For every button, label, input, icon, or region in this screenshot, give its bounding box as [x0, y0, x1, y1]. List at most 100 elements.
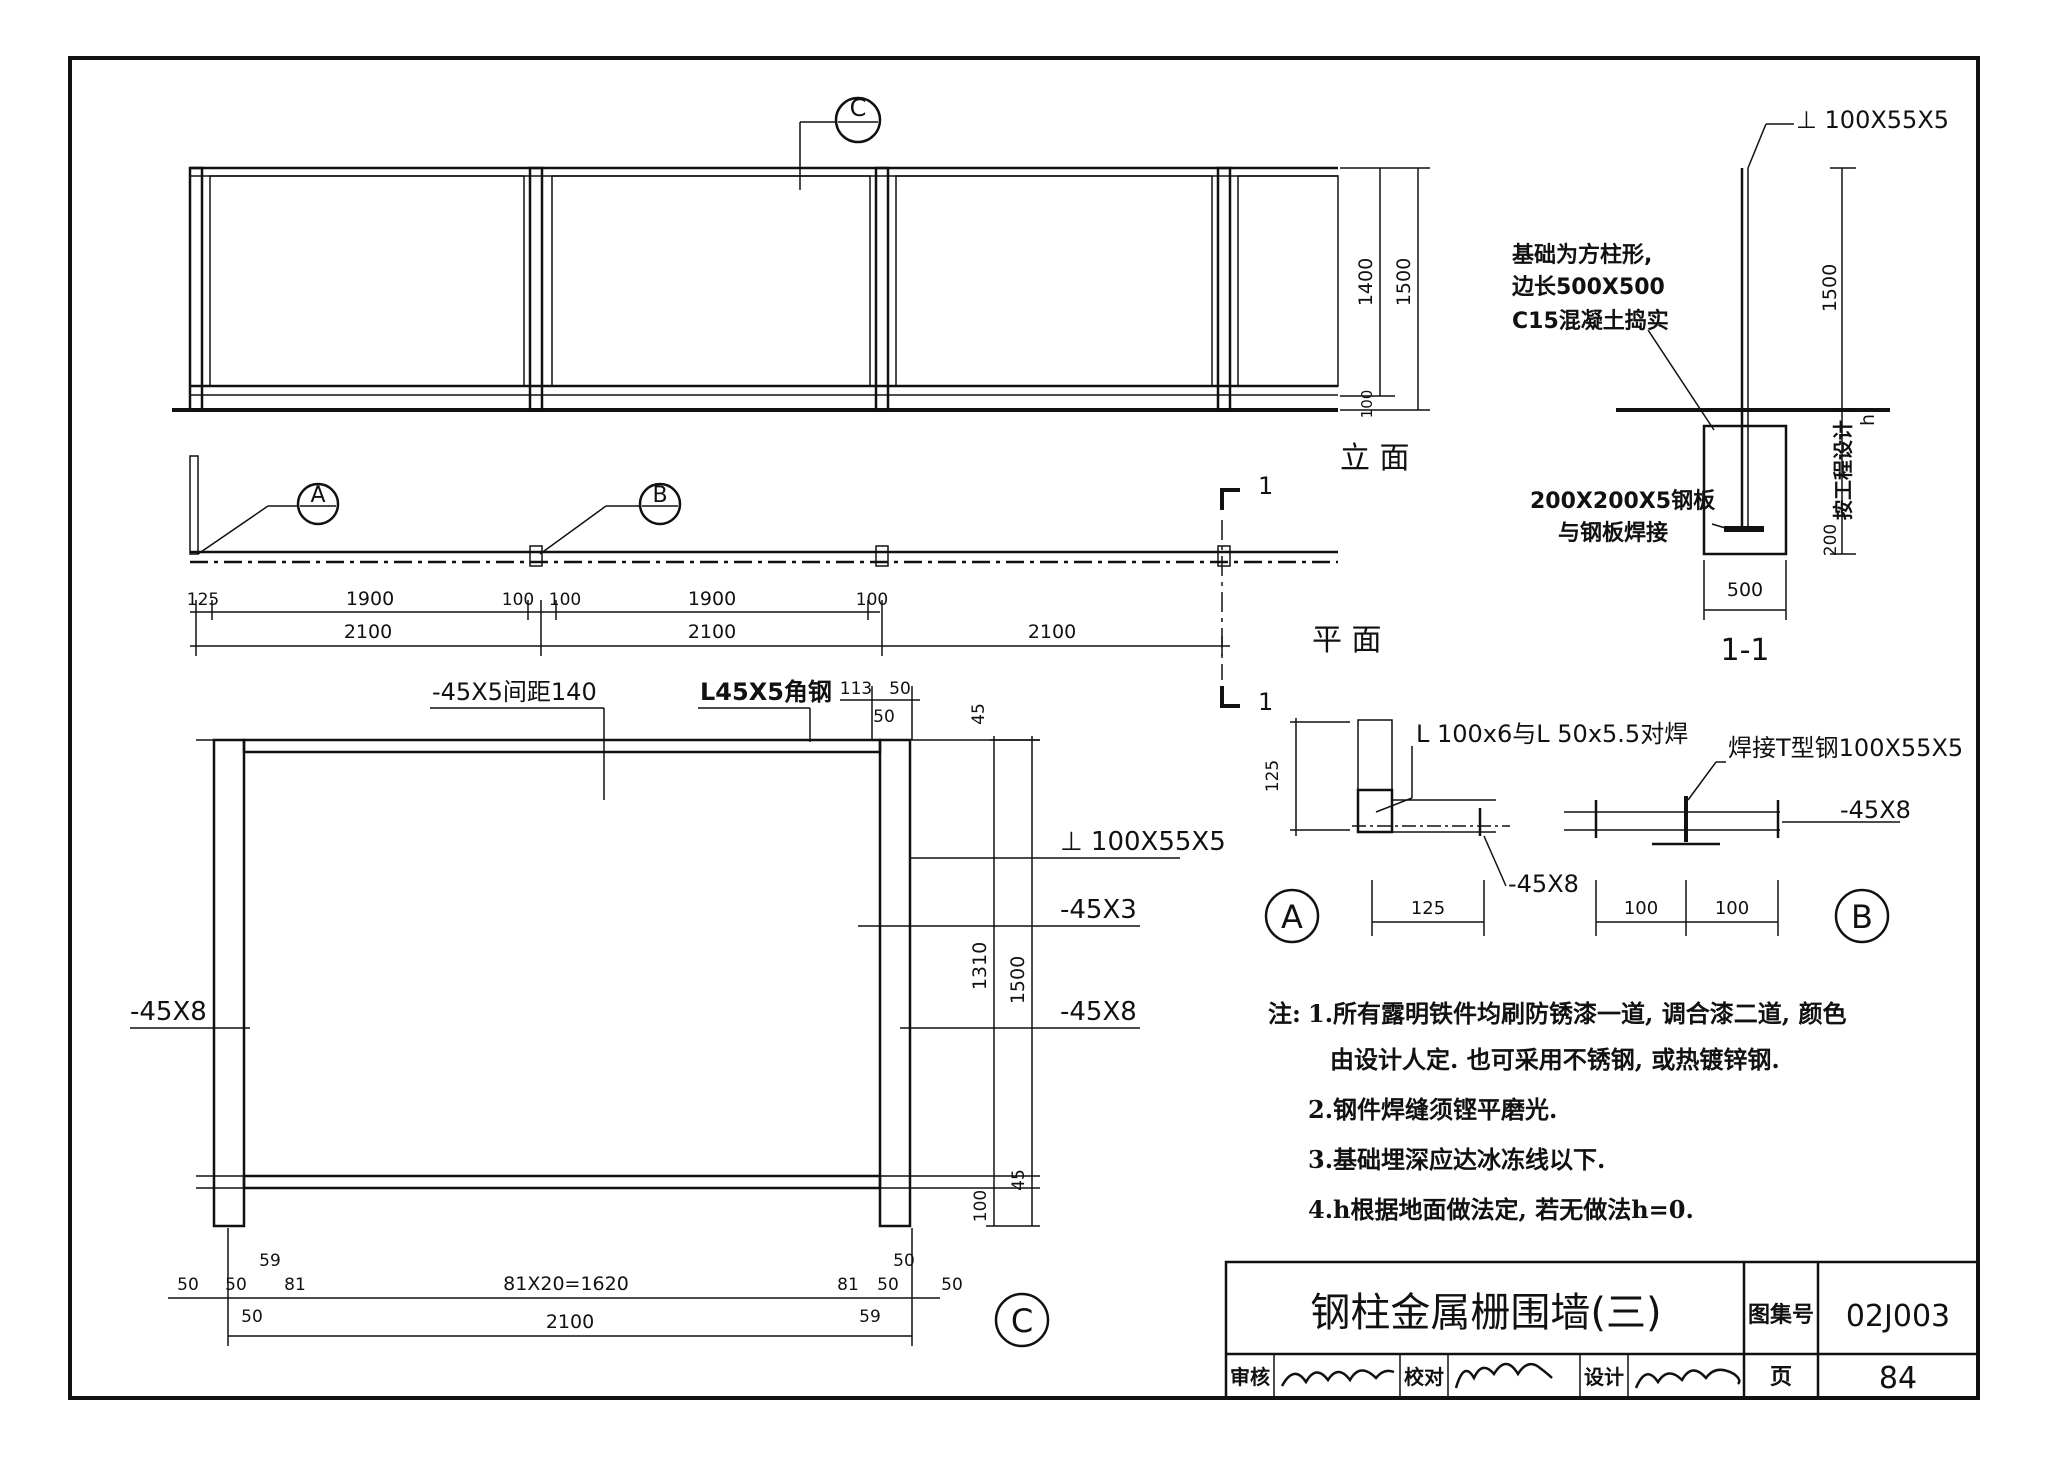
fence-panel — [551, 175, 871, 387]
flat-bar-spacing: -45X5间距140 — [432, 678, 597, 706]
page-label: 页 — [1770, 1365, 1792, 1390]
dim-c-bottom-10: 50 — [941, 1275, 963, 1295]
dim-45-bottom: 45 — [1009, 1169, 1029, 1191]
dim-2100c: 2100 — [1028, 621, 1076, 643]
section-title: 1-1 — [1721, 633, 1770, 668]
dim-c-bottom-3: 59 — [259, 1251, 281, 1271]
callout-b-detail-circle — [1834, 888, 1890, 944]
detail-a: L 100x6与L 50x5.5对焊 125 -45X8 125 A — [1263, 718, 1688, 944]
plan-title: 平 面 — [1312, 623, 1382, 658]
dim-100c: 100 — [856, 590, 888, 610]
design-signature — [1634, 1368, 1741, 1389]
dim-125: 125 — [187, 590, 219, 610]
callout-c-label: C — [850, 94, 867, 122]
dim-1900b: 1900 — [688, 588, 736, 610]
dim-125-a-v: 125 — [1263, 760, 1283, 792]
dim-100b: 100 — [549, 590, 581, 610]
post-left — [212, 738, 246, 1228]
detail-c: -45X5间距140 L45X5角钢 113 50 50 45 1310 150… — [130, 678, 1226, 1348]
dim-113: 113 — [840, 679, 872, 699]
review-label: 审核 — [1230, 1365, 1270, 1389]
dim-100-b2: 100 — [1715, 898, 1749, 919]
dim-100a: 100 — [502, 590, 534, 610]
note-1-cont: 由设计人定. 也可采用不锈钢, 或热镀锌钢. — [1330, 1045, 1780, 1074]
infill-panel — [243, 751, 881, 1177]
t-profile-c: ⊥ 100X55X5 — [1060, 827, 1226, 857]
section-marker-bottom: 1 — [1258, 688, 1273, 716]
callout-a-label: A — [310, 483, 325, 508]
dim-c-bottom-4: 81 — [284, 1275, 306, 1295]
section-dim-1500: 1500 — [1819, 264, 1841, 312]
plan-view: A B 1 1 125 1900 100 100 1900 100 2100 2… — [187, 455, 1382, 716]
dim-100: 100 — [1358, 390, 1376, 419]
foundation-note-2: 边长500X500 — [1511, 275, 1665, 300]
detail-b: 焊接T型钢100X55X5 -45X8 100 100 B — [1564, 734, 1963, 944]
bar-45x8-left: -45X8 — [130, 997, 207, 1027]
callout-a-circle — [296, 482, 340, 526]
dim-100-c: 100 — [971, 1190, 991, 1222]
section-dim-500: 500 — [1727, 579, 1763, 601]
dim-c-bottom-8: 50 — [877, 1275, 899, 1295]
atlas-label: 图集号 — [1748, 1302, 1814, 1328]
elevation-view: C 1400 1500 100 立 面 — [172, 94, 1430, 476]
bar-45x3: -45X3 — [1060, 895, 1137, 925]
title-block: 钢柱金属栅围墙(三) 图集号 02J003 审核 校对 设计 页 84 — [1224, 1260, 1980, 1400]
note-4: 4.h根据地面做法定, 若无做法h=0. — [1308, 1195, 1694, 1224]
section-design-note: 按工程设计 — [1831, 420, 1855, 520]
section-1-1: ⊥ 100X55X5 基础为方柱形, 边长500X500 C15混凝土捣实 20… — [1511, 106, 1949, 668]
note-2: 2.钢件焊缝须铿平磨光. — [1308, 1095, 1557, 1124]
callout-a-detail-circle — [1264, 888, 1320, 944]
callout-b-circle — [638, 482, 682, 526]
check-signature — [1454, 1362, 1553, 1389]
dim-1900a: 1900 — [346, 588, 394, 610]
section-dim-h: h — [1857, 414, 1879, 426]
plate-note-2: 与钢板焊接 — [1558, 520, 1668, 546]
review-signature — [1280, 1369, 1395, 1387]
notes-label: 注: — [1268, 999, 1301, 1028]
diagonal-bars — [243, 751, 881, 1177]
post-right — [878, 738, 912, 1228]
callout-a-detail-label: A — [1281, 898, 1303, 936]
bar-45x8-right: -45X8 — [1060, 997, 1137, 1027]
bar-b: -45X8 — [1840, 796, 1911, 824]
elevation-title: 立 面 — [1340, 441, 1410, 476]
base-plate — [1724, 526, 1764, 532]
callout-c-detail-circle — [994, 1292, 1050, 1348]
dim-1400: 1400 — [1355, 258, 1377, 306]
dim-2100-c: 2100 — [546, 1311, 594, 1333]
dim-c-bottom-9: 50 — [893, 1251, 915, 1271]
concrete-footing — [1702, 424, 1788, 556]
callout-b-detail-label: B — [1851, 898, 1873, 936]
dim-c-bottom-5: 50 — [241, 1307, 263, 1327]
fence-panel — [1237, 175, 1339, 387]
dim-c-bottom-1: 50 — [177, 1275, 199, 1295]
foundation-note-3: C15混凝土捣实 — [1512, 308, 1669, 334]
angle-steel: L45X5角钢 — [700, 678, 832, 706]
weld-note-b: 焊接T型钢100X55X5 — [1728, 734, 1963, 762]
check-label: 校对 — [1404, 1365, 1444, 1389]
note-3: 3.基础埋深应达冰冻线以下. — [1308, 1145, 1605, 1174]
callout-c-detail-label: C — [1011, 1302, 1033, 1340]
section-dim-200: 200 — [1821, 524, 1841, 556]
bar-a: -45X8 — [1508, 870, 1579, 898]
dim-c-bottom-2: 50 — [225, 1275, 247, 1295]
fence-panel — [895, 175, 1213, 387]
general-notes: 注: 1.所有露明铁件均刷防锈漆一道, 调合漆二道, 颜色 由设计人定. 也可采… — [1268, 999, 1846, 1224]
dim-c-bottom-6: 81X20=1620 — [503, 1273, 629, 1295]
sheet-border — [68, 56, 1980, 1400]
dim-125-a-h: 125 — [1411, 898, 1445, 919]
callout-b-label: B — [652, 483, 667, 508]
dim-1500: 1500 — [1393, 258, 1415, 306]
design-label: 设计 — [1584, 1365, 1624, 1389]
section-t-profile: ⊥ 100X55X5 — [1796, 106, 1949, 134]
callout-c-circle — [834, 96, 882, 144]
foundation-note-1: 基础为方柱形, — [1512, 242, 1652, 268]
dim-2100a: 2100 — [344, 621, 392, 643]
fence-panel — [209, 175, 525, 387]
dim-1500-c: 1500 — [1007, 956, 1029, 1004]
weld-note-a: L 100x6与L 50x5.5对焊 — [1416, 720, 1688, 748]
note-1: 1.所有露明铁件均刷防锈漆一道, 调合漆二道, 颜色 — [1308, 999, 1846, 1028]
dim-1310: 1310 — [969, 942, 991, 990]
atlas-number: 02J003 — [1846, 1299, 1950, 1334]
